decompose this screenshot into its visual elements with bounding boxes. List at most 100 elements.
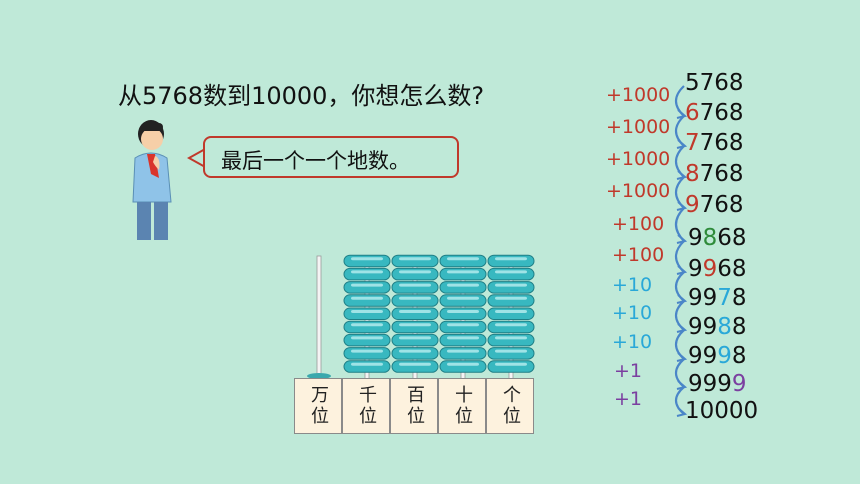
- abacus-bead: [343, 267, 391, 281]
- abacus-bead-highlight: [351, 336, 383, 340]
- abacus-bead: [487, 267, 535, 281]
- arrow-head: [676, 139, 688, 149]
- abacus-bead: [439, 347, 487, 360]
- speech-bubble-text: 最后一个一个地数。: [221, 149, 410, 173]
- abacus-bead: [343, 320, 391, 334]
- number-changed-digit: 8: [702, 225, 718, 251]
- step-label: +1000: [606, 180, 671, 202]
- number-changed-digit: 9: [731, 371, 747, 397]
- number-changed-digit: 8: [685, 161, 700, 187]
- abacus-bead-highlight: [351, 362, 383, 366]
- arrow-head: [676, 352, 688, 362]
- question-text: 从5768数到10000，你想怎么数?: [118, 82, 485, 110]
- abacus-bead: [343, 360, 391, 373]
- sequence-number: 9868: [688, 225, 747, 251]
- abacus-bead: [391, 360, 439, 373]
- number-prefix: 99: [688, 343, 718, 369]
- sequence-number: 6768: [685, 100, 744, 126]
- abacus-bead-highlight: [447, 310, 479, 313]
- number-suffix: 768: [699, 100, 744, 126]
- abacus-bead: [391, 254, 439, 268]
- abacus-bead-highlight: [351, 323, 383, 327]
- number-prefix: 99: [688, 314, 718, 340]
- arrow-head: [676, 323, 688, 333]
- abacus-bead-highlight: [447, 283, 479, 287]
- number-suffix: 68: [717, 256, 747, 282]
- abacus-bead-highlight: [495, 283, 527, 287]
- place-label-qian: 千位: [342, 378, 390, 434]
- abacus-bead: [487, 254, 535, 268]
- abacus-bead: [487, 333, 535, 347]
- abacus-bead-highlight: [447, 336, 479, 340]
- abacus-bead-highlight: [399, 362, 431, 366]
- abacus-bead: [343, 294, 391, 307]
- abacus-bead: [487, 347, 535, 360]
- abacus-bead: [391, 333, 439, 347]
- abacus-bead: [439, 307, 487, 320]
- abacus-bead-highlight: [399, 296, 431, 300]
- abacus-bead: [391, 347, 439, 360]
- abacus-bead: [439, 333, 487, 347]
- number-changed-digit: 7: [717, 285, 732, 311]
- abacus-bead-highlight: [399, 283, 431, 287]
- abacus-rod-base: [307, 373, 331, 379]
- sequence-number: 9968: [688, 256, 747, 282]
- sequence-number: 9768: [685, 192, 744, 218]
- number-changed-digit: 6: [685, 100, 700, 126]
- abacus-bead: [487, 294, 535, 307]
- number-suffix: 8: [731, 314, 747, 340]
- abacus-bead: [343, 254, 391, 268]
- sequence-number: 8768: [685, 161, 744, 187]
- sequence-number: 9978: [688, 285, 747, 311]
- abacus-bead-highlight: [351, 283, 383, 287]
- step-label: +100: [612, 244, 665, 266]
- sequence-number: 9999: [688, 371, 747, 397]
- number-changed-digit: 9: [702, 256, 718, 282]
- number-suffix: 5768: [685, 70, 744, 96]
- sequence-number: 9998: [688, 343, 747, 369]
- abacus-bead: [343, 347, 391, 360]
- abacus-bead-highlight: [399, 323, 431, 327]
- sequence-number: 5768: [685, 70, 744, 96]
- step-label: +1: [614, 388, 643, 410]
- boy-illustration: [132, 120, 172, 240]
- abacus-bead: [439, 360, 487, 373]
- step-label: +1000: [606, 116, 671, 138]
- abacus-bead-highlight: [495, 257, 527, 261]
- number-prefix: 999: [688, 371, 732, 397]
- abacus-bead-highlight: [495, 296, 527, 300]
- abacus-rod-wan: [316, 255, 322, 381]
- abacus-bead-highlight: [399, 270, 431, 274]
- abacus-bead: [439, 267, 487, 281]
- abacus-bead-highlight: [495, 323, 527, 327]
- number-suffix: 8: [731, 343, 747, 369]
- abacus-bead-highlight: [495, 362, 527, 366]
- abacus-bead: [487, 320, 535, 334]
- number-suffix: 768: [699, 161, 744, 187]
- abacus-bead-highlight: [351, 270, 383, 274]
- step-label: +1000: [606, 84, 671, 106]
- step-label: +1000: [606, 148, 671, 170]
- arrow-head: [676, 201, 688, 211]
- abacus-bead: [439, 281, 487, 294]
- abacus-bead-highlight: [447, 270, 479, 274]
- step-label: +10: [612, 274, 653, 296]
- number-prefix: 9: [688, 256, 703, 282]
- abacus-bead-highlight: [399, 257, 431, 261]
- place-label-shi: 十位: [438, 378, 486, 434]
- number-suffix: 8: [731, 285, 747, 311]
- number-suffix: 768: [699, 192, 744, 218]
- abacus-bead-highlight: [495, 349, 527, 353]
- number-suffix: 768: [699, 130, 744, 156]
- abacus-bead-highlight: [351, 310, 383, 313]
- number-changed-digit: 8: [717, 314, 732, 340]
- abacus-bead-highlight: [399, 336, 431, 340]
- abacus-bead: [487, 281, 535, 294]
- step-label: +100: [612, 213, 665, 235]
- abacus-bead: [343, 281, 391, 294]
- bubble-tail: [187, 147, 207, 169]
- place-label-bai: 百位: [390, 378, 438, 434]
- abacus-bead-highlight: [399, 349, 431, 353]
- abacus-bead-highlight: [447, 257, 479, 261]
- abacus-bead: [439, 254, 487, 268]
